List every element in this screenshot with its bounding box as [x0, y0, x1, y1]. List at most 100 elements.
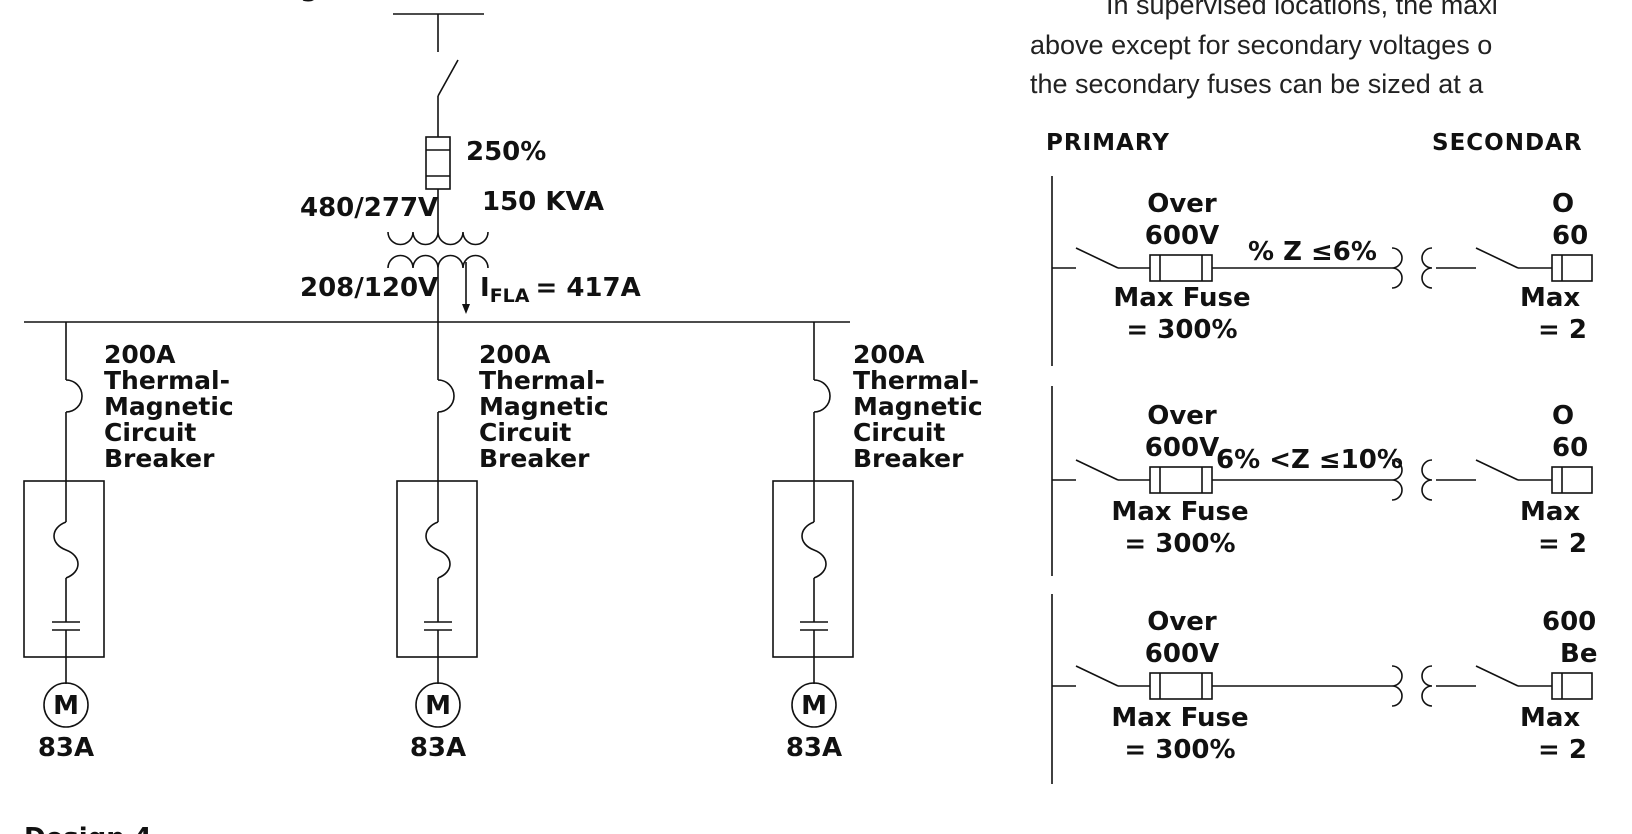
- max-fuse-label: Max Fuse: [1113, 283, 1250, 313]
- max-fuse-label: Max Fuse: [1111, 703, 1248, 733]
- voltage-label: 600V: [1145, 639, 1219, 669]
- motor-label: M: [53, 691, 79, 721]
- table-row-3: Over 600V Max Fuse = 300% 600 Be Max = 2: [1051, 594, 1597, 784]
- cb-rating: 200A: [104, 340, 176, 369]
- secondary-voltage-label: 60: [1552, 221, 1588, 251]
- transformer-primary-coil-icon: [1391, 665, 1403, 707]
- cb-type-line3: Circuit: [479, 418, 571, 447]
- secondary-max-label: Max: [1520, 703, 1580, 733]
- secondary-max-label: Max: [1520, 497, 1580, 527]
- cb-type-line3: Circuit: [853, 418, 945, 447]
- body-paragraph: In supervised locations, the maxi above …: [1030, 0, 1498, 99]
- cb-type-line4: Breaker: [104, 444, 215, 473]
- transformer-primary-coil-icon: [1391, 459, 1403, 501]
- voltage-label: 600V: [1145, 221, 1219, 251]
- transformer-secondary-coil-icon: [1421, 665, 1433, 707]
- voltage-label: 600V: [1145, 433, 1219, 463]
- branch-3: 200A Thermal- Magnetic Circuit Breaker M…: [772, 322, 983, 763]
- transformer-primary-coil-icon: [1391, 247, 1403, 289]
- secondary-over-label: 600: [1542, 607, 1596, 637]
- secondary-voltage-label: 60: [1552, 433, 1588, 463]
- disconnect-switch-icon: [437, 59, 459, 97]
- secondary-fuse-icon: [1551, 466, 1593, 494]
- circuit-breaker-icon: [65, 379, 83, 413]
- cb-type-line2: Magnetic: [104, 392, 234, 421]
- one-line-diagram: g 250% 480/277V 150 KVA 208/120V IFLA= 4…: [23, 0, 983, 834]
- over-label: Over: [1147, 401, 1217, 431]
- primary-switch-icon: [1075, 665, 1119, 687]
- overload-relay-icon: [801, 521, 827, 579]
- primary-switch-icon: [1075, 459, 1119, 481]
- secondary-over-label: O: [1552, 189, 1574, 219]
- motor-label: M: [425, 691, 451, 721]
- motor-load: 83A: [38, 733, 94, 763]
- table-row-2: Over 600V 6% <Z ≤10% Max Fuse = 300% O 6…: [1051, 386, 1593, 576]
- overload-relay-icon: [53, 521, 79, 579]
- secondary-fuse-icon: [1551, 254, 1593, 282]
- branch-1: 200A Thermal- Magnetic Circuit Breaker M…: [23, 322, 234, 763]
- motor-starter-box: [23, 480, 105, 658]
- ifla-subscript: FLA: [490, 285, 530, 307]
- motor-load: 83A: [786, 733, 842, 763]
- primary-header: PRIMARY: [1046, 130, 1170, 156]
- paragraph-line-1: In supervised locations, the maxi: [1106, 0, 1498, 20]
- svg-text:IFLA= 417A: IFLA= 417A: [480, 273, 641, 307]
- impedance-label: 6% <Z ≤10%: [1216, 445, 1403, 475]
- ifla-value: = 417A: [535, 273, 640, 303]
- primary-fuse-icon: [425, 136, 451, 190]
- branch-2: 200A Thermal- Magnetic Circuit Breaker M…: [396, 322, 609, 763]
- max-fuse-pct: = 300%: [1124, 735, 1235, 765]
- cb-rating: 200A: [853, 340, 925, 369]
- max-fuse-label: Max Fuse: [1111, 497, 1248, 527]
- diagram-caption: Design 4: [24, 823, 152, 834]
- secondary-switch-icon: [1475, 665, 1519, 687]
- transformer-kva: 150 KVA: [482, 187, 604, 217]
- cb-type-line2: Magnetic: [479, 392, 609, 421]
- transformer-secondary-coil-icon: [1421, 247, 1433, 289]
- motor-starter-box: [772, 480, 854, 658]
- ifla-symbol: I: [480, 273, 490, 303]
- secondary-over-label: O: [1552, 401, 1574, 431]
- cb-rating: 200A: [479, 340, 551, 369]
- motor-label: M: [801, 691, 827, 721]
- cb-type-line4: Breaker: [479, 444, 590, 473]
- secondary-header: SECONDAR: [1432, 130, 1583, 156]
- cb-type-line2: Magnetic: [853, 392, 983, 421]
- fuse-sizing-table: PRIMARY SECONDAR Over 600V % Z ≤6% Max F…: [1046, 130, 1597, 784]
- secondary-switch-icon: [1475, 247, 1519, 269]
- motor-icon: [791, 682, 837, 728]
- max-fuse-pct: = 300%: [1126, 315, 1237, 345]
- max-fuse-pct: = 300%: [1124, 529, 1235, 559]
- secondary-max-pct: = 2: [1538, 735, 1587, 765]
- secondary-max-pct: = 2: [1538, 315, 1587, 345]
- secondary-voltage-label: Be: [1560, 639, 1597, 669]
- transformer-secondary-coil-icon: [1421, 459, 1433, 501]
- motor-load: 83A: [410, 733, 466, 763]
- secondary-fuse-icon: [1551, 672, 1593, 700]
- secondary-voltage: 208/120V: [300, 273, 438, 303]
- secondary-max-label: Max: [1520, 283, 1580, 313]
- over-label: Over: [1147, 189, 1217, 219]
- circuit-breaker-icon: [813, 379, 831, 413]
- primary-voltage: 480/277V: [300, 193, 438, 223]
- cb-type-line3: Circuit: [104, 418, 196, 447]
- paragraph-line-2: above except for secondary voltages o: [1030, 30, 1492, 60]
- paragraph-line-3: the secondary fuses can be sized at a: [1030, 69, 1484, 99]
- secondary-switch-icon: [1475, 459, 1519, 481]
- transformer-icon: [387, 231, 489, 269]
- motor-icon: [415, 682, 461, 728]
- over-label: Over: [1147, 607, 1217, 637]
- impedance-label: % Z ≤6%: [1248, 237, 1377, 267]
- cb-type-line1: Thermal-: [104, 366, 230, 395]
- overload-relay-icon: [425, 521, 451, 579]
- cb-type-line1: Thermal-: [853, 366, 979, 395]
- primary-fuse-pct: 250%: [466, 137, 546, 167]
- top-clipped-label: g: [300, 0, 319, 3]
- secondary-max-pct: = 2: [1538, 529, 1587, 559]
- table-row-1: Over 600V % Z ≤6% Max Fuse = 300% O 60 M…: [1051, 176, 1593, 366]
- motor-icon: [43, 682, 89, 728]
- cb-type-line1: Thermal-: [479, 366, 605, 395]
- primary-switch-icon: [1075, 247, 1119, 269]
- cb-type-line4: Breaker: [853, 444, 964, 473]
